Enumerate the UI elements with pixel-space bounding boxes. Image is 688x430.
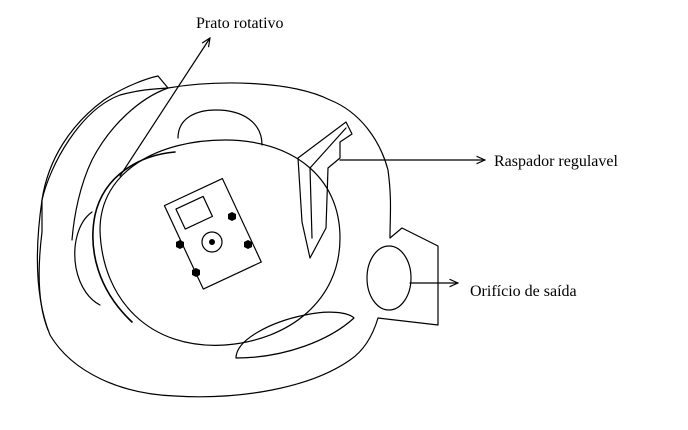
- center-plate: [163, 177, 262, 290]
- left-bump: [74, 211, 101, 306]
- housing-outline: [36, 82, 439, 398]
- plate-rim-arc: [92, 151, 176, 323]
- bolt-icon: [176, 240, 184, 249]
- rotating-plate: [99, 139, 341, 346]
- bottom-arc-guide: [235, 311, 355, 359]
- scraper-inner: [309, 127, 347, 239]
- label-prato-rotativo: Prato rotativo: [196, 15, 284, 32]
- housing-left-shell: [41, 75, 169, 241]
- outlet-hole: [366, 245, 412, 311]
- scraper-blade: [297, 121, 353, 259]
- hub-inner: [209, 239, 215, 245]
- label-raspador-regulavel: Raspador regulavel: [494, 153, 619, 170]
- prato-leader-arrow: [119, 38, 210, 177]
- label-orificio-saida: Orifício de saída: [470, 283, 577, 300]
- housing-left-edge: [38, 199, 49, 331]
- hub-outer: [201, 231, 223, 253]
- bolt-icon: [228, 212, 236, 221]
- top-hump: [177, 109, 263, 146]
- center-plate-group: [163, 177, 262, 290]
- center-plate-window: [175, 195, 214, 230]
- bolt-icon: [244, 240, 252, 249]
- bolt-icon: [192, 268, 200, 277]
